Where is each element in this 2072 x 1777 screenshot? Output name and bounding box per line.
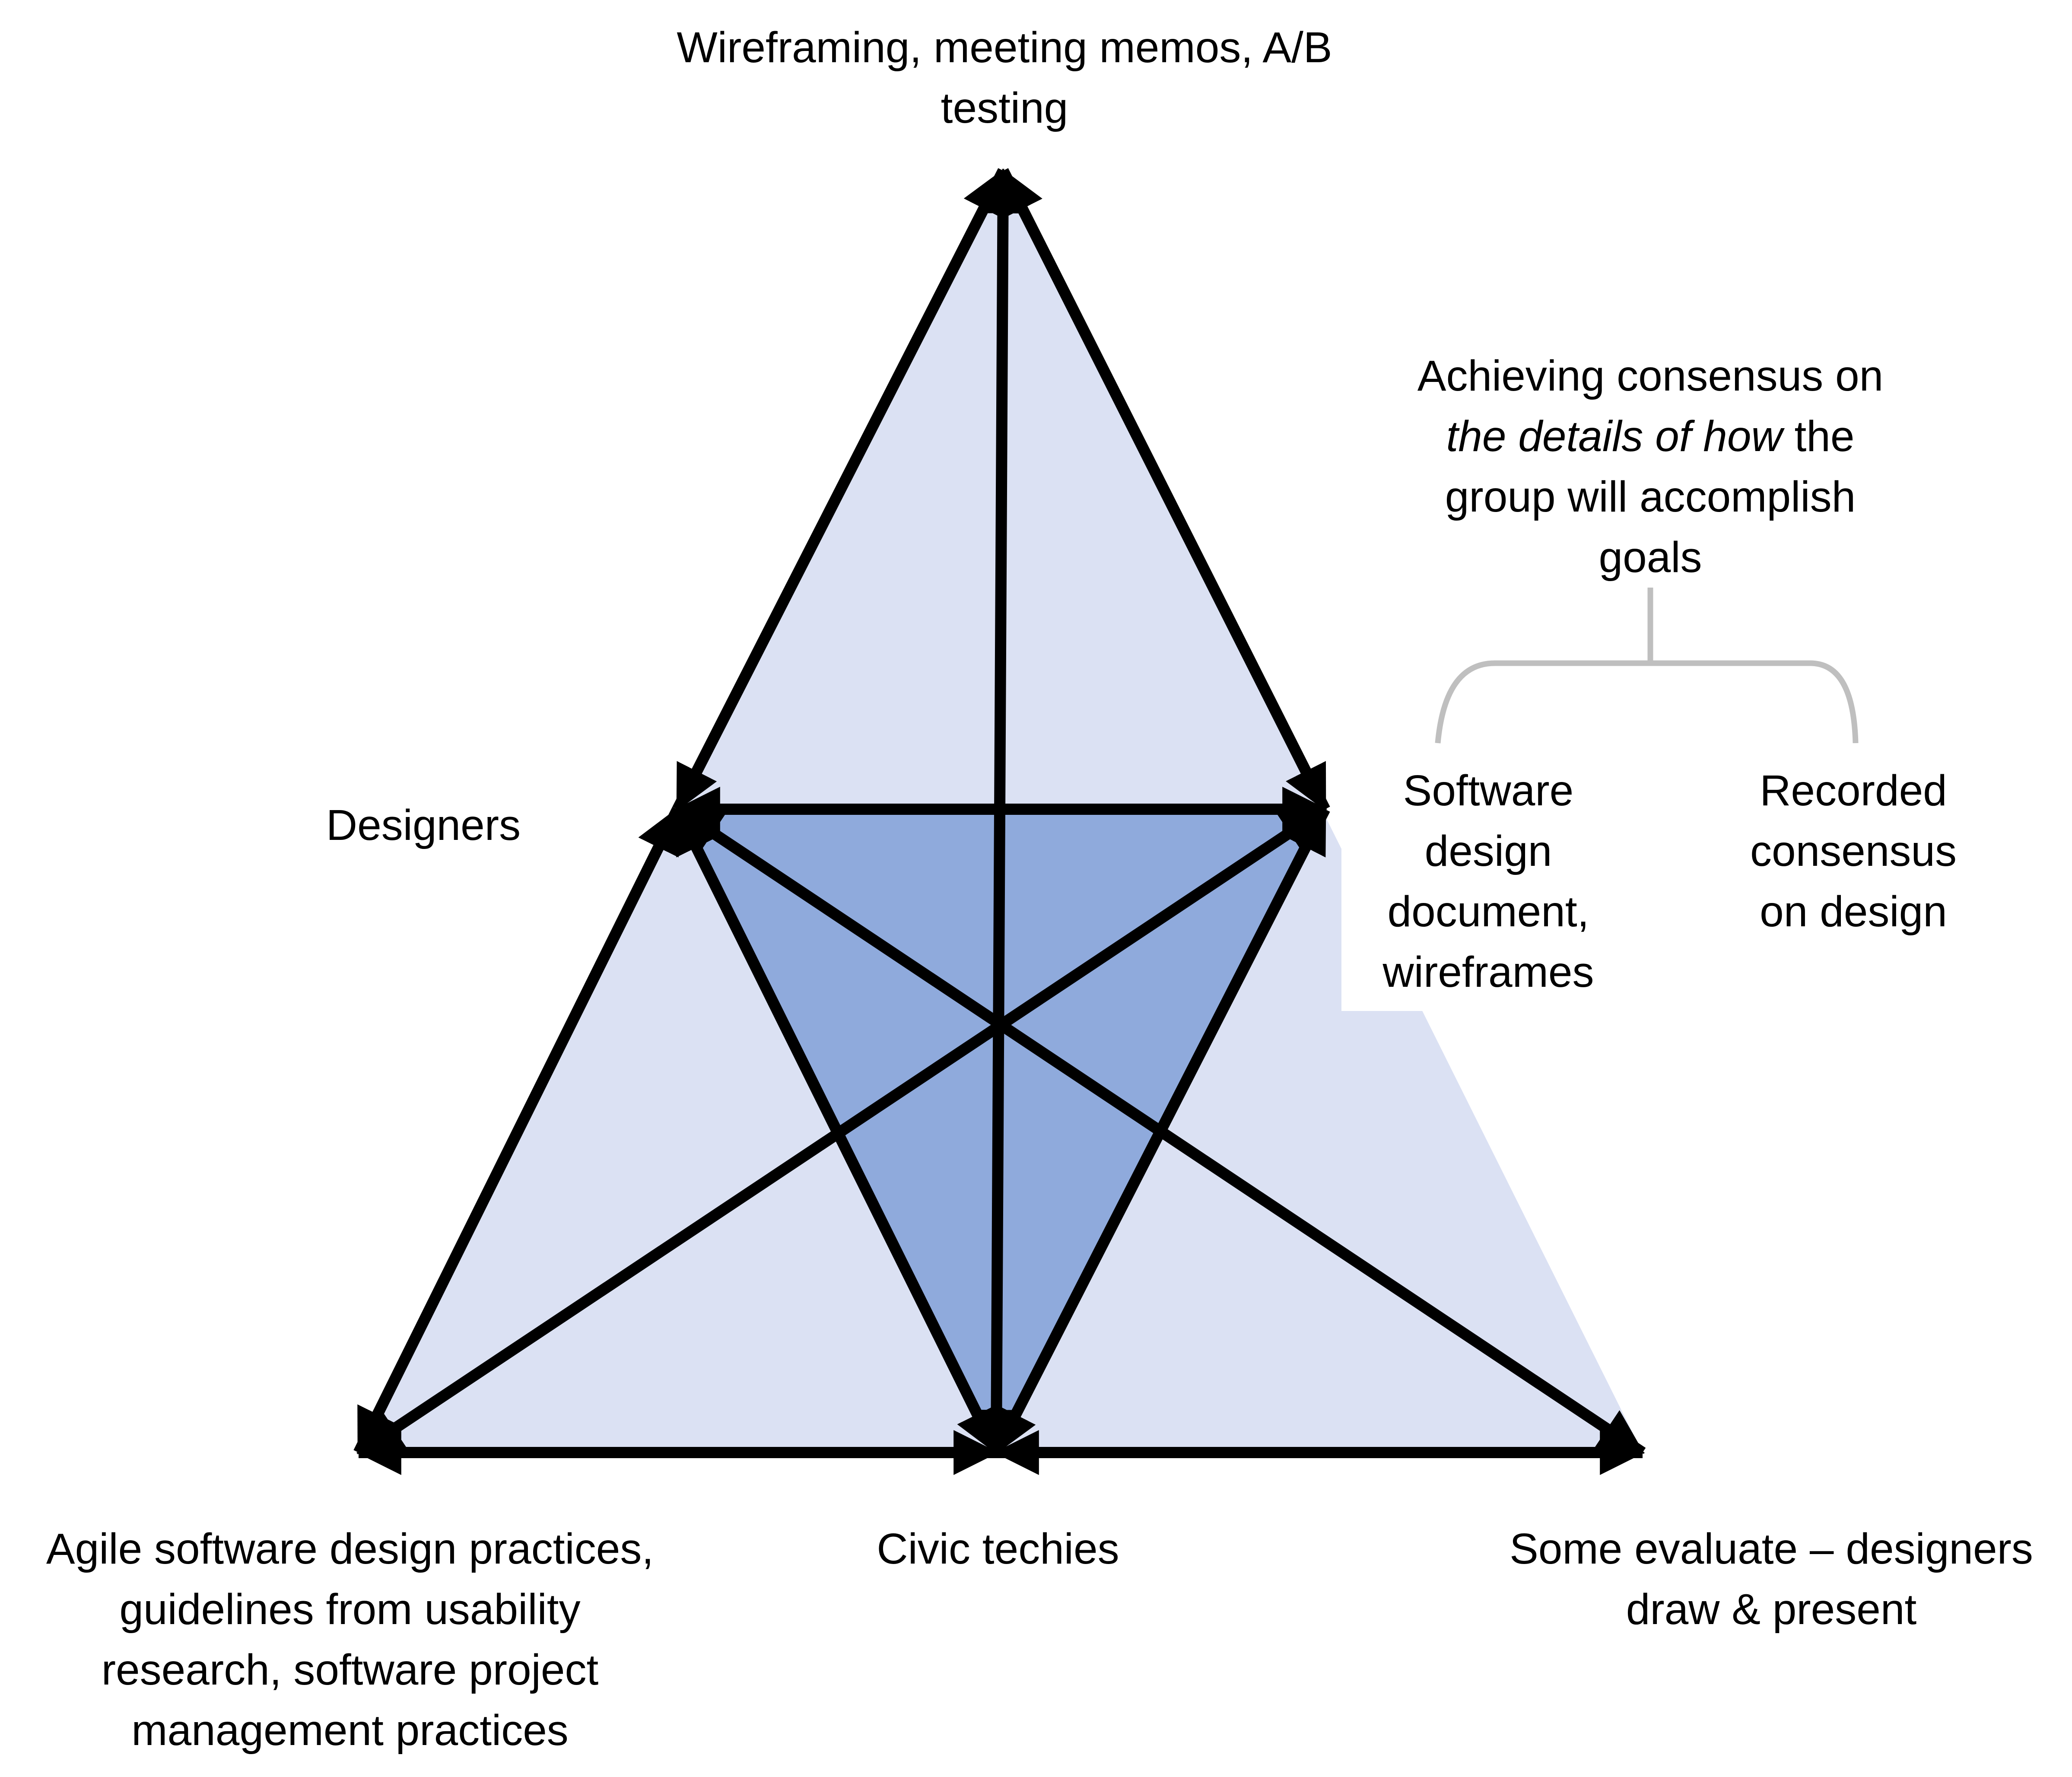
- arrow-group: [353, 168, 1646, 1475]
- top-vertex-label: Wireframing, meeting memos, A/B testing: [562, 17, 1447, 138]
- consensus-rest: the: [1782, 412, 1855, 461]
- recorded-consensus-label: Recorded consensus on design: [1702, 760, 2005, 942]
- designers-label: Designers: [259, 795, 588, 855]
- top-label-line: testing: [941, 84, 1068, 132]
- bottom-left-label: Agile software design practices, guideli…: [9, 1519, 691, 1761]
- consensus-line: the details of how the: [1365, 406, 1935, 467]
- consensus-line: group will accomplish: [1445, 473, 1856, 521]
- bottom-left-line: guidelines from usability: [119, 1585, 581, 1634]
- designers-text: Designers: [326, 801, 521, 849]
- software-design-line: design: [1424, 827, 1552, 875]
- top-label-line: Wireframing, meeting memos, A/B: [677, 23, 1332, 72]
- consensus-bracket: [1435, 588, 1859, 744]
- consensus-italic: the details of how: [1446, 412, 1783, 461]
- civic-techies-text: Civic techies: [877, 1525, 1119, 1573]
- consensus-line: goals: [1598, 533, 1702, 582]
- arrow-mr-bm: [991, 807, 1330, 1455]
- consensus-label: Achieving consensus on the details of ho…: [1365, 346, 1935, 588]
- bottom-left-line: research, software project: [101, 1646, 599, 1694]
- software-design-line: document,: [1387, 887, 1589, 936]
- software-design-line: wireframes: [1382, 948, 1594, 996]
- bottom-right-label: Some evaluate – designers draw & present: [1478, 1519, 2065, 1640]
- arrow-t-mr: [998, 168, 1330, 812]
- recorded-line: on design: [1760, 887, 1947, 936]
- label-background: [1341, 760, 1635, 1011]
- recorded-line: consensus: [1750, 827, 1957, 875]
- arrow-t-ml: [672, 168, 1008, 812]
- software-design-label: Software design document, wireframes: [1341, 760, 1635, 1002]
- bottom-left-line: management practices: [131, 1706, 569, 1755]
- consensus-line: Achieving consensus on: [1417, 352, 1884, 400]
- bottom-right-line: draw & present: [1626, 1585, 1917, 1634]
- bottom-left-line: Agile software design practices,: [46, 1525, 654, 1573]
- software-design-line: Software: [1403, 766, 1574, 815]
- civic-techies-label: Civic techies: [821, 1519, 1175, 1579]
- bottom-right-line: Some evaluate – designers: [1510, 1525, 2033, 1573]
- recorded-line: Recorded: [1760, 766, 1947, 815]
